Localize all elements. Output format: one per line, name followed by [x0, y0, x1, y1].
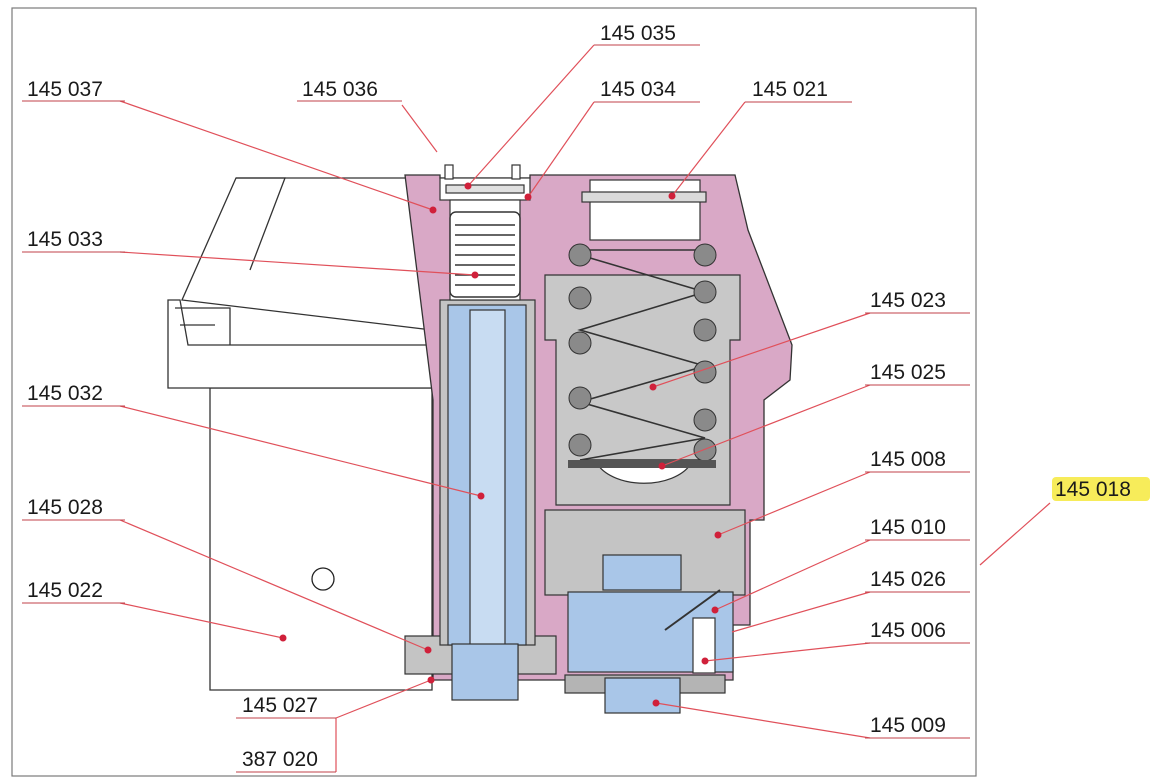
label-highlight — [1052, 477, 1150, 501]
leader-dots — [279, 182, 722, 707]
label-145-036: 145 036 — [302, 78, 378, 101]
label-387-020: 387 020 — [242, 748, 318, 771]
label-145-034: 145 034 — [600, 78, 676, 101]
label-145-021: 145 021 — [752, 78, 828, 101]
label-145-033: 145 033 — [27, 228, 103, 251]
spring-chamber — [544, 179, 741, 506]
label-145-009: 145 009 — [870, 714, 946, 737]
leader-lines — [119, 44, 1051, 772]
label-145-037: 145 037 — [27, 78, 103, 101]
piston-column — [439, 299, 536, 701]
spring-coil-sections — [568, 243, 717, 462]
label-145-027: 145 027 — [242, 694, 318, 717]
label-145-023: 145 023 — [870, 289, 946, 312]
label-145-006: 145 006 — [870, 619, 946, 642]
label-145-032: 145 032 — [27, 382, 103, 405]
sight-hole — [311, 567, 335, 591]
drawing-frame — [11, 7, 977, 777]
label-145-025: 145 025 — [870, 361, 946, 384]
spring-seat-ring — [568, 460, 716, 468]
label-145-010: 145 010 — [870, 516, 946, 539]
part-labels: 145 035 145 036 145 037 145 034 145 021 … — [27, 22, 1131, 771]
label-underlines — [22, 44, 970, 773]
label-145-035: 145 035 — [600, 22, 676, 45]
label-145-026: 145 026 — [870, 568, 946, 591]
top-plug — [439, 164, 531, 301]
label-145-028: 145 028 — [27, 496, 103, 519]
label-145-008: 145 008 — [870, 448, 946, 471]
label-145-018: 145 018 — [1055, 478, 1131, 501]
small-spring — [449, 211, 521, 298]
label-145-022: 145 022 — [27, 579, 103, 602]
reservoir-body — [167, 177, 433, 691]
